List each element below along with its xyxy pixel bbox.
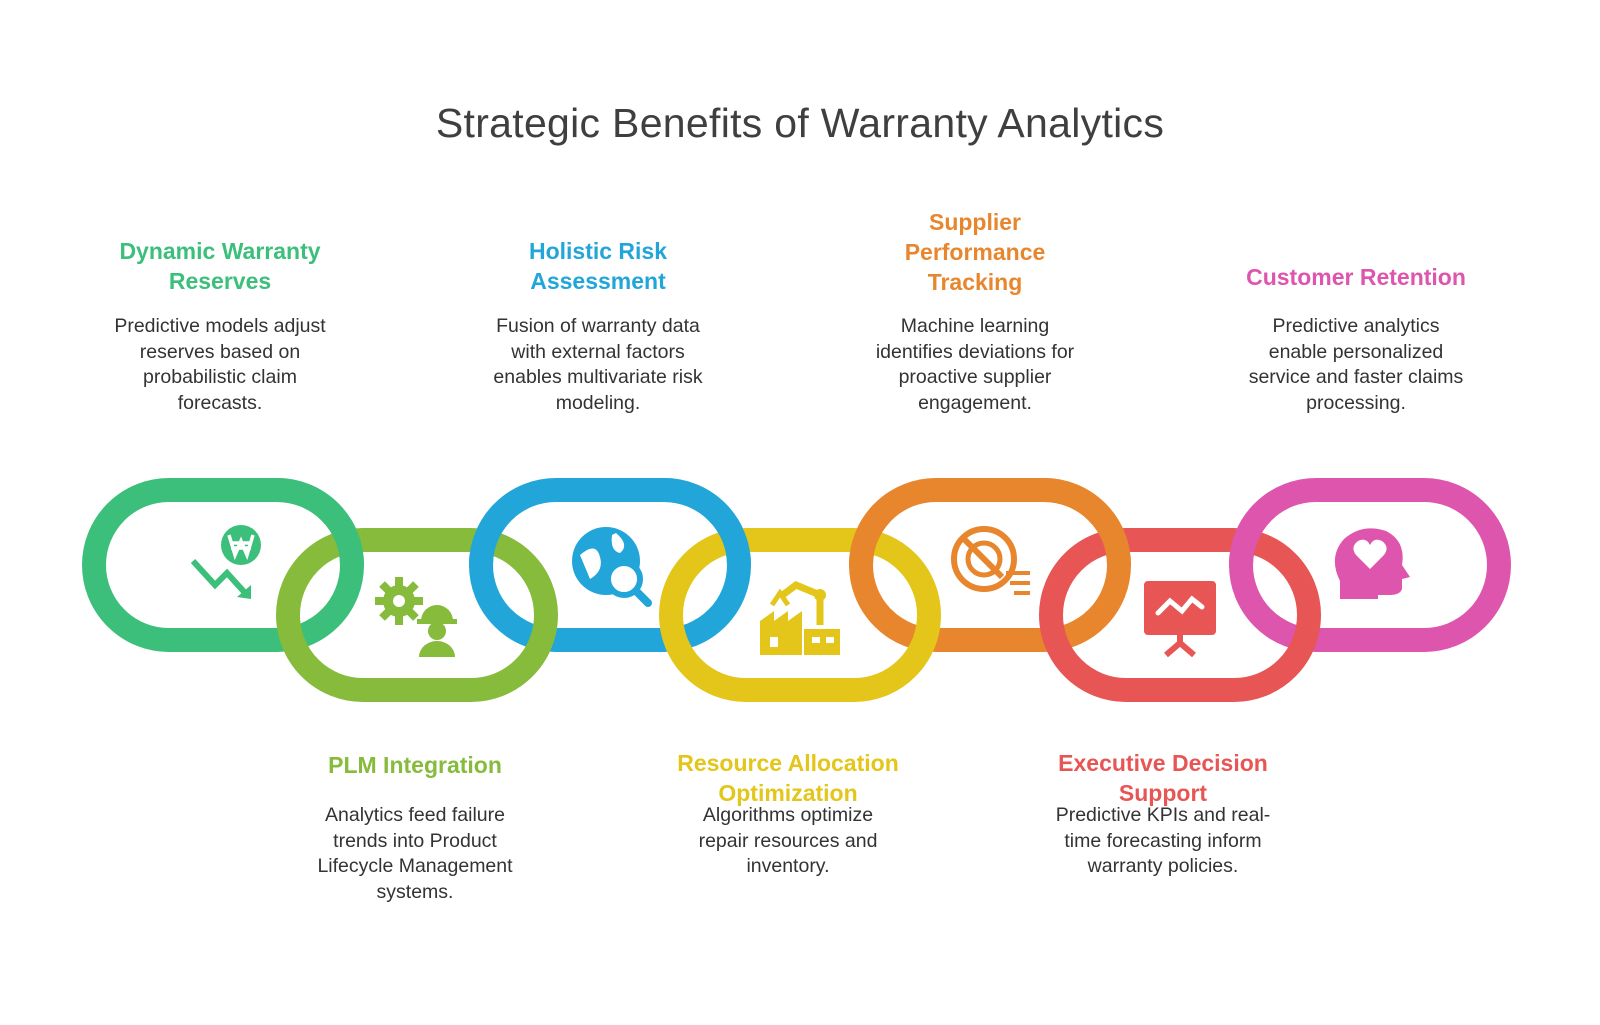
chain-link-4 [659,528,941,702]
benefit-description: Predictive KPIs and real- time forecasti… [1055,804,1271,877]
globe-search-icon [572,527,652,607]
benefit-description: Fusion of warranty data with external fa… [493,315,703,414]
chain-link-6 [1039,528,1321,702]
chain-link-overlap-7 [1228,478,1317,652]
robot-arm-factory-icon [760,581,840,655]
chain-link-overlap-right-3 [663,478,751,566]
benefit-heading: Customer Retention [1246,264,1466,290]
chain-link-overlap-right-5 [1043,478,1131,566]
benefit-heading: Resource Allocation Optimization [677,750,899,806]
benefit-description: Machine learning identifies deviations f… [875,315,1075,414]
head-heart-icon [1334,528,1410,599]
page-title: Strategic Benefits of Warranty Analytics [435,100,1165,146]
chain-link-overlap-3 [468,478,557,652]
benefit-heading: Holistic Risk Assessment [528,238,668,294]
benefit-heading: Supplier Performance Tracking [904,209,1046,295]
benefit-description: Predictive models adjust reserves based … [114,315,326,414]
benefit-description: Analytics feed failure trends into Produ… [317,804,513,903]
presentation-board-icon [1144,581,1216,658]
chain-link-overlap-5 [848,478,937,652]
chain-link-overlap-right-1 [276,478,364,566]
benefit-heading: Executive Decision Support [1058,750,1268,806]
benefit-heading: Dynamic Warranty Reserves [119,238,321,294]
tracking-radar-icon [951,526,1030,595]
benefit-description: Predictive analytics enable personalized… [1248,315,1464,414]
chain-link-2 [276,528,558,702]
gear-engineer-icon [375,577,457,657]
won-trend-down-icon [190,525,261,599]
benefit-description: Algorithms optimize repair resources and… [698,804,878,877]
benefit-heading: PLM Integration [328,752,502,778]
